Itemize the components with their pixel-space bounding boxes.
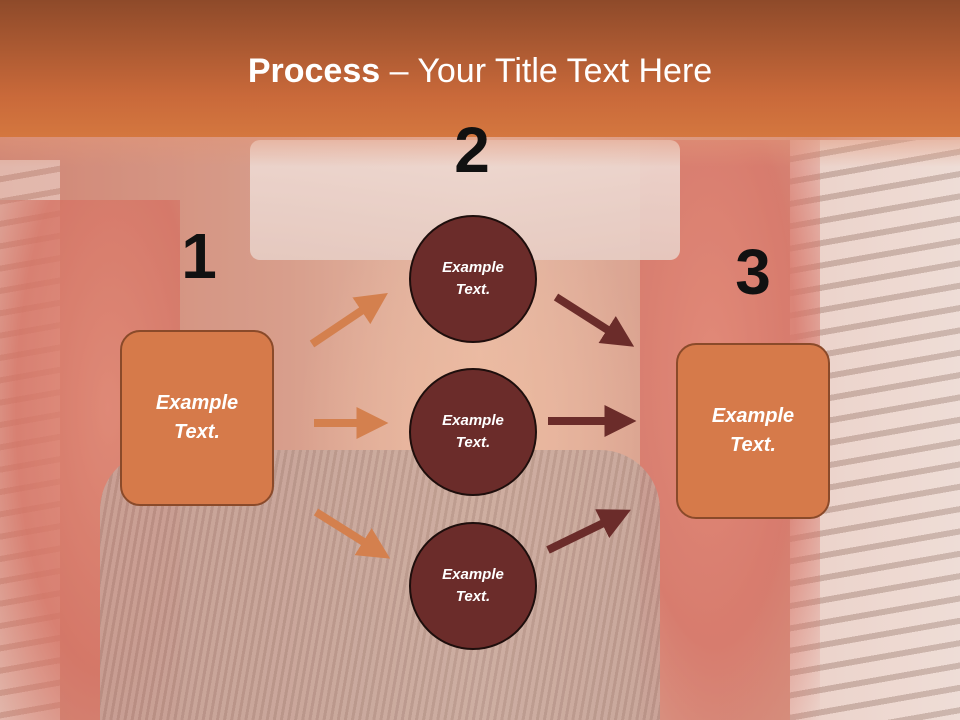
title-banner-fade (0, 137, 960, 167)
circle-bottom-line1: Example (442, 565, 504, 583)
step-3-box[interactable]: Example Text. (676, 343, 830, 519)
step-3-line2: Text. (730, 434, 776, 456)
arrow-to-circle-bottom (313, 508, 391, 559)
step-1-line2: Text. (174, 421, 220, 443)
step-3-line1: Example (711, 405, 795, 427)
circle-middle-line2: Text. (455, 434, 491, 451)
title-rest: – Your Title Text Here (380, 52, 713, 90)
circle-bottom-line2: Text. (455, 588, 491, 605)
step-1-line1: Example (155, 392, 239, 414)
circle-middle-line1: Example (442, 411, 504, 429)
step-2-circle-top[interactable]: Example Text. (409, 215, 537, 343)
step-number-1[interactable]: 1 (181, 220, 217, 292)
arrow-from-circle-bottom (546, 509, 631, 554)
slide-title[interactable]: Process – Your Title Text Here (0, 52, 960, 91)
step-2-circle-bottom[interactable]: Example Text. (409, 522, 537, 650)
step-number-3[interactable]: 3 (735, 236, 771, 308)
title-banner (0, 0, 960, 137)
arrow-from-circle-top (553, 293, 635, 347)
circle-top-line2: Text. (455, 281, 491, 298)
circle-top-line1: Example (442, 258, 504, 276)
arrow-to-circle-top (309, 292, 388, 348)
step-number-2[interactable]: 2 (454, 114, 490, 186)
step-1-box[interactable]: Example Text. (120, 330, 274, 506)
title-bold: Process (247, 52, 381, 90)
step-2-circle-middle[interactable]: Example Text. (409, 368, 537, 496)
